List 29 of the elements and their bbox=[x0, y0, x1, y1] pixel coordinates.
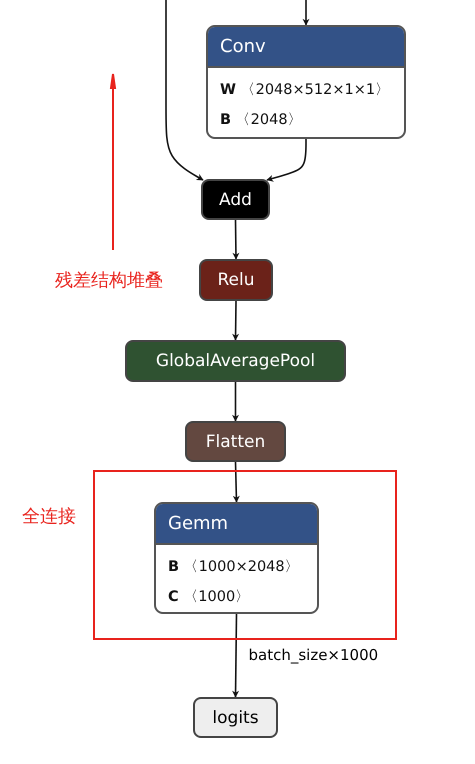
arrow bbox=[266, 139, 307, 182]
group-label: 全连接 bbox=[22, 505, 76, 528]
node-label: Flatten bbox=[206, 432, 266, 452]
parameter-text: B 〈1000×2048〉 bbox=[167, 558, 301, 577]
node-label: GlobalAveragePool bbox=[156, 351, 316, 371]
arrow bbox=[165, 0, 204, 181]
node-label: Add bbox=[219, 190, 252, 210]
arrow bbox=[232, 382, 239, 422]
parameter-text: C 〈1000〉 bbox=[167, 588, 252, 607]
operation-box bbox=[185, 421, 286, 462]
layer-title: Conv bbox=[208, 27, 404, 68]
node-label: Relu bbox=[217, 270, 254, 290]
output-box bbox=[193, 697, 278, 738]
parameter-text: B 〈2048〉 bbox=[219, 111, 304, 130]
operation-box bbox=[199, 259, 273, 301]
layer-card bbox=[206, 25, 406, 139]
arrow bbox=[232, 614, 240, 698]
annotation-text: 残差结构堆叠 bbox=[55, 269, 163, 292]
arrow bbox=[232, 300, 240, 341]
edge-label: batch_size×1000 bbox=[248, 646, 378, 664]
layer-title: Gemm bbox=[156, 504, 317, 545]
parameter-text: W 〈2048×512×1×1〉 bbox=[219, 81, 392, 100]
node-label: logits bbox=[212, 708, 259, 728]
operation-box bbox=[201, 179, 270, 220]
arrow bbox=[302, 0, 310, 26]
layer-card bbox=[154, 502, 319, 614]
arrow bbox=[232, 462, 240, 503]
operation-box bbox=[125, 340, 346, 382]
arrow bbox=[232, 220, 240, 260]
